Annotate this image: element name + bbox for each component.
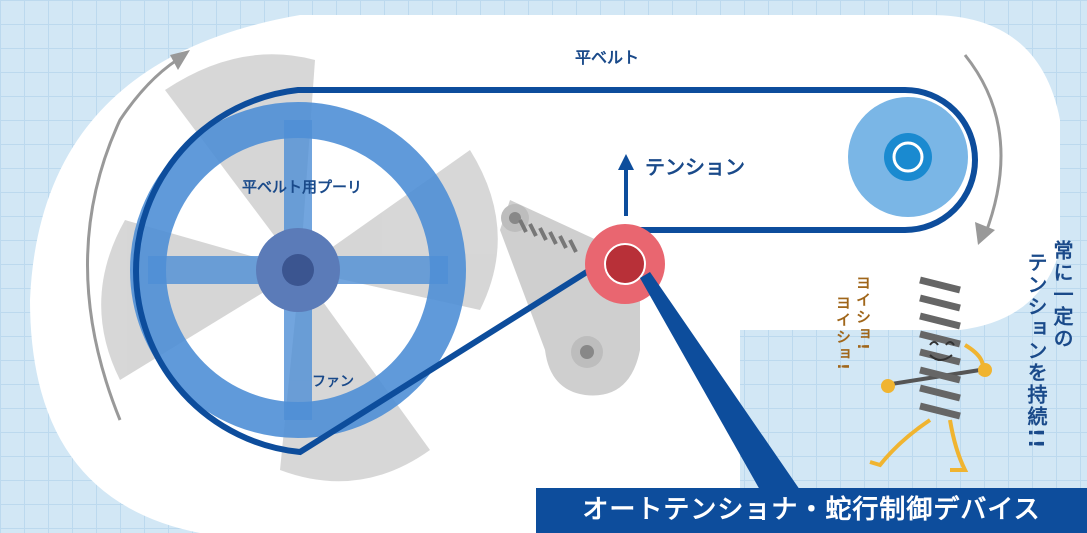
flat-belt-pulley xyxy=(130,102,466,438)
rotation-arrow-left-head xyxy=(170,50,190,70)
flat-belt xyxy=(133,87,978,456)
idler-pulley xyxy=(848,97,968,217)
spring-character xyxy=(869,276,992,472)
speech-text-1: ヨイショ! xyxy=(854,275,872,352)
rotation-arrow-left xyxy=(86,53,186,421)
pulley-label: 平ベルト用プーリ xyxy=(242,178,362,196)
rotation-arrow-right-head xyxy=(975,222,995,245)
claim-text-2: テンションを持続!! xyxy=(1024,252,1048,451)
fan-label: ファン xyxy=(312,374,354,390)
rotation-arrow-right xyxy=(963,54,1003,236)
device-banner: オートテンショナ・蛇行制御デバイス xyxy=(536,488,1087,533)
speech-text-2: ヨイショ! xyxy=(834,295,852,372)
tension-spring xyxy=(518,219,578,253)
flat-belt-label: 平ベルト xyxy=(575,48,639,67)
callout-wedge xyxy=(640,272,800,490)
claim-text-1: 常に一定の xyxy=(1050,240,1074,350)
tension-label: テンション xyxy=(645,155,745,179)
tension-arrow xyxy=(618,154,634,216)
